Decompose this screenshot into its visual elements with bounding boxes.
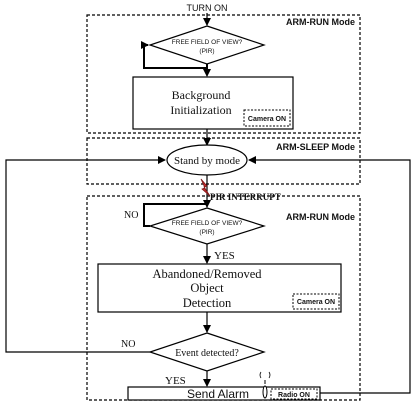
arm-run-top-label: ARM-RUN Mode	[286, 17, 355, 27]
detection-line1: Abandoned/Removed	[152, 267, 262, 281]
alarm-return-loop	[248, 156, 411, 394]
send-alarm-text: Send Alarm	[187, 387, 249, 401]
event-no-loop	[5, 156, 166, 353]
arm-run-top-container	[86, 14, 361, 134]
decision-mid-no: NO	[124, 210, 138, 221]
event-label: Event detected?	[175, 348, 239, 359]
camera-on-top-text: Camera ON	[248, 116, 286, 123]
radio-on-badge	[270, 388, 318, 400]
standby-mode-text: Stand by mode	[174, 155, 240, 167]
antenna-icon	[259, 371, 271, 399]
camera-on-top-badge	[243, 109, 291, 127]
bg-init-line1: Background	[172, 88, 231, 102]
camera-on-bottom-badge	[292, 293, 340, 310]
decision-mid-line2: (PIR)	[199, 229, 214, 236]
decision-mid-yes: YES	[214, 250, 235, 262]
decision-mid-line1: FREE FIELD OF VIEW?	[172, 220, 243, 227]
arm-run-bottom-container	[86, 195, 361, 401]
arm-sleep-container	[86, 137, 361, 185]
pir-lightning-icon	[200, 178, 211, 197]
arm-run-bottom-label: ARM-RUN Mode	[286, 212, 355, 222]
detection-line3: Detection	[183, 296, 232, 310]
camera-on-bottom-text: Camera ON	[297, 299, 335, 306]
decision-top-line1: FREE FIELD OF VIEW?	[172, 39, 243, 46]
turn-on-label: TURN ON	[187, 3, 228, 13]
detection-line2: Object	[190, 281, 224, 295]
bg-init-line2: Initialization	[170, 103, 231, 117]
radio-on-text: Radio ON	[278, 392, 310, 399]
event-no: NO	[121, 339, 135, 350]
decision-top-line2: (PIR)	[199, 48, 214, 55]
arm-sleep-label: ARM-SLEEP Mode	[276, 142, 355, 152]
decision-mid-no-loop	[143, 203, 207, 227]
pir-interrupt-label: PIR INTERRUPT	[210, 192, 281, 202]
event-yes: YES	[165, 375, 186, 387]
